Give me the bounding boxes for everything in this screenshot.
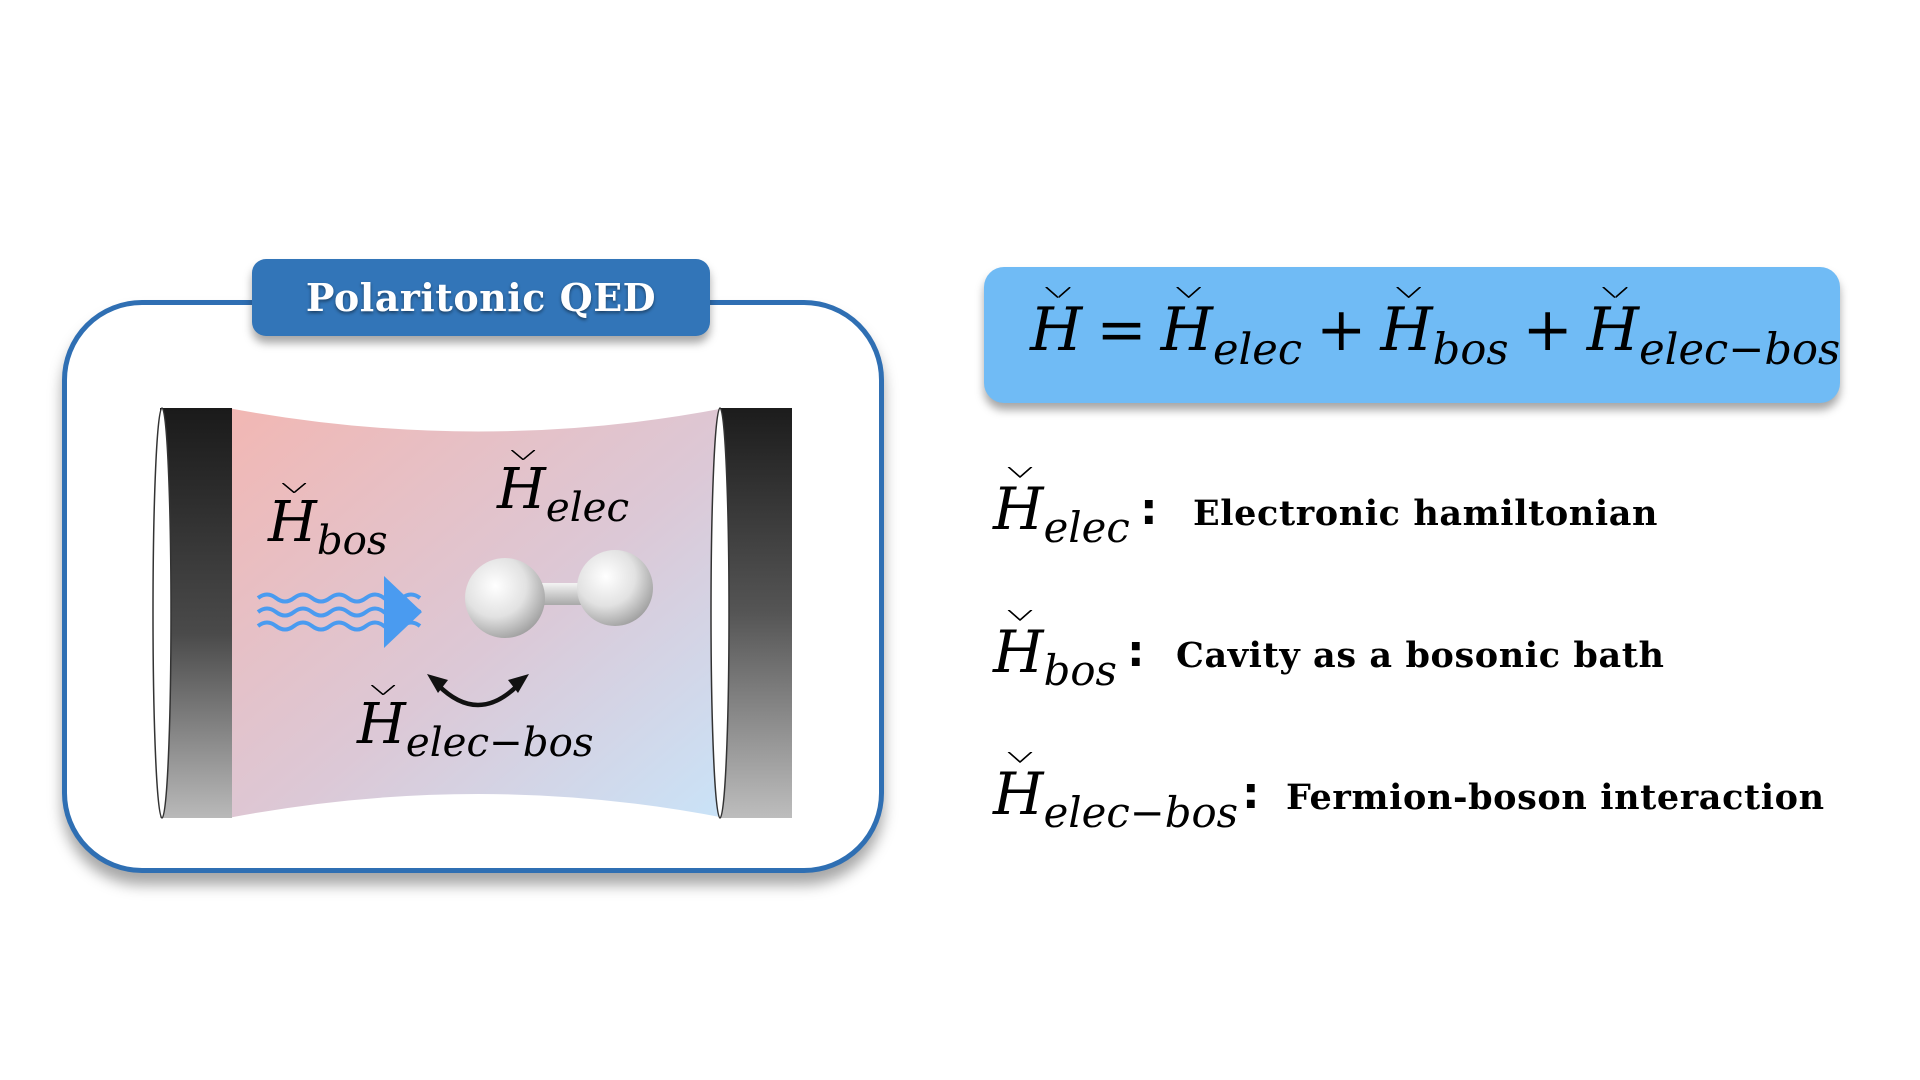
label-h-elec-bos: Helec−bos <box>357 692 594 766</box>
hat-icon: H <box>993 760 1044 828</box>
hat-icon: H <box>1030 295 1083 365</box>
coupling-arrow-icon <box>427 674 529 708</box>
hat-icon: H <box>497 457 546 522</box>
hat-icon: H <box>1380 295 1433 365</box>
hat-icon: H <box>993 475 1044 543</box>
mirror-right <box>710 407 792 819</box>
photon-arrowhead <box>384 576 422 648</box>
mirror-left <box>152 407 232 819</box>
definition-colon: : <box>1140 484 1158 535</box>
definition-text-bos: Cavity as a bosonic bath <box>1176 635 1665 676</box>
label-h-bos: Hbos <box>268 490 388 564</box>
panel-title: Polaritonic QED <box>252 259 710 336</box>
definition-symbol-elec: Helec <box>993 475 1130 553</box>
hat-icon: H <box>1160 295 1213 365</box>
diatomic-molecule-icon <box>465 550 653 638</box>
definition-colon: : <box>1127 626 1145 677</box>
definition-text-elec-bos: Fermion-boson interaction <box>1286 777 1825 818</box>
definition-colon: : <box>1242 768 1260 819</box>
definition-symbol-elec-bos: Helec−bos <box>993 760 1239 838</box>
definition-text-elec: Electronic hamiltonian <box>1193 493 1659 534</box>
label-h-elec: Helec <box>497 457 630 531</box>
main-equation: H=Helec+Hbos+Helec−bos <box>1030 295 1841 375</box>
hat-icon: H <box>1586 295 1640 365</box>
hat-icon: H <box>993 618 1044 686</box>
hat-icon: H <box>268 490 317 555</box>
hat-icon: H <box>357 692 406 757</box>
definition-symbol-bos: Hbos <box>993 618 1117 696</box>
